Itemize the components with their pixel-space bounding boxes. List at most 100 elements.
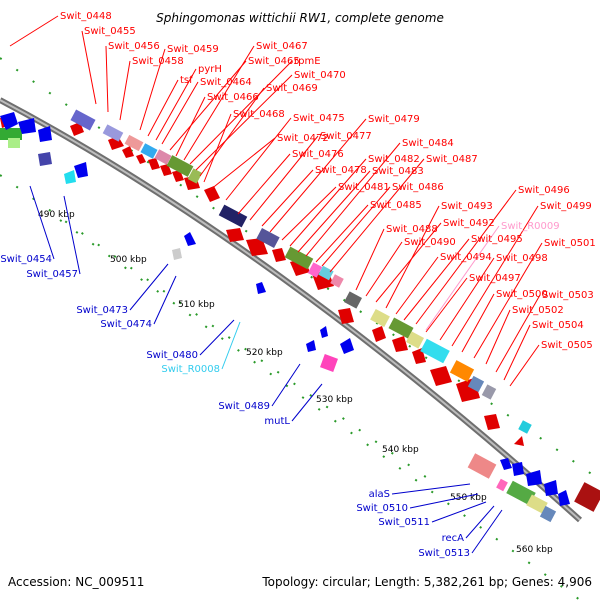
forward-gene-label: Swit_0497 <box>469 273 521 284</box>
leader-line <box>431 501 487 523</box>
forward-gene-label: Swit_0466 <box>207 92 259 103</box>
leader-line <box>147 79 179 137</box>
forward-gene-label: rpmE <box>294 56 321 67</box>
forward-gene-label: Swit_0482 <box>368 154 420 165</box>
leader-line <box>403 238 470 321</box>
forward-gene-label: Swit_0458 <box>132 56 184 67</box>
leader-line <box>269 118 367 233</box>
gene-labels: Swit_0448Swit_0455Swit_0456Swit_0458Swit… <box>0 11 595 559</box>
forward-gene-label: Swit_0499 <box>540 201 592 212</box>
leader-line <box>189 60 293 165</box>
forward-gene-label: Swit_0501 <box>544 238 596 249</box>
leader-line <box>451 205 539 347</box>
leader-line <box>175 96 206 157</box>
reverse-gene-label: Swit_0489 <box>218 401 270 412</box>
leader-line <box>281 186 337 241</box>
forward-gene-label: Swit_0500 <box>496 289 548 300</box>
forward-gene-label: Swit_0470 <box>294 70 346 81</box>
forward-gene-label: Swit_0472 <box>277 133 329 144</box>
forward-gene-label: Swit_0455 <box>84 26 136 37</box>
leader-line <box>315 204 369 263</box>
forward-gene-label: Swit_0492 <box>443 218 495 229</box>
leader-line <box>183 45 255 161</box>
forward-gene-label: Swit_0465 <box>248 56 300 67</box>
leader-line <box>321 186 391 267</box>
reverse-gene-label: Swit_0454 <box>0 254 52 265</box>
leader-line <box>237 153 291 215</box>
leader-line <box>203 113 232 183</box>
map-title: Sphingomonas wittichii RW1, complete gen… <box>156 11 444 25</box>
genome-backbone-highlight <box>0 99 581 521</box>
leader-line <box>409 493 479 509</box>
scale-ticks: 490 kbp 500 kbp 510 kbp 520 kbp 530 kbp … <box>38 210 553 555</box>
label-leader-lines <box>9 15 543 554</box>
leader-line <box>225 117 292 201</box>
forward-gene-label: Swit_0502 <box>512 305 564 316</box>
forward-gene-label: Swit_0481 <box>338 182 390 193</box>
feature-blocks <box>0 109 600 523</box>
leader-line <box>199 87 265 177</box>
leader-line <box>425 277 468 333</box>
reverse-gene-label: recA <box>442 533 465 544</box>
reverse-gene-label: alaS <box>369 489 390 500</box>
leader-line <box>395 256 439 315</box>
leader-line <box>161 81 199 145</box>
forward-gene-label: Swit_0504 <box>532 320 584 331</box>
leader-line <box>415 189 517 325</box>
leader-line <box>291 383 323 422</box>
inner-dotted-track <box>0 174 431 481</box>
leader-line <box>305 142 401 257</box>
reverse-gene-arrows <box>0 112 570 506</box>
tick-label: 550 kbp <box>450 493 487 503</box>
leader-line <box>391 483 471 495</box>
leader-line <box>375 222 442 303</box>
leader-line <box>485 309 511 365</box>
leader-line <box>439 257 495 341</box>
leader-line <box>129 263 169 311</box>
leader-line <box>249 135 319 221</box>
forward-gene-label: Swit_0468 <box>233 109 285 120</box>
leader-line <box>209 137 276 191</box>
tick-label: 510 kbp <box>178 300 215 310</box>
reverse-gene-label: Swit_0457 <box>26 269 78 280</box>
leader-line <box>155 68 197 141</box>
tick-label: 490 kbp <box>38 210 75 220</box>
leader-line <box>29 185 55 260</box>
rna-gene-label: Swit_R0009 <box>501 221 560 232</box>
leader-line <box>473 242 543 359</box>
forward-gene-label: Swit_0496 <box>518 185 570 196</box>
leader-line <box>365 241 403 297</box>
forward-gene-label: Swit_0490 <box>404 237 456 248</box>
leader-line <box>503 324 531 381</box>
leader-line <box>195 74 293 171</box>
reverse-gene-label: Swit_0513 <box>418 548 470 559</box>
topology-info: Topology: circular; Length: 5,382,261 bp… <box>261 575 592 589</box>
forward-gene-label: Swit_0485 <box>370 200 422 211</box>
forward-gene-label: Swit_0476 <box>292 149 344 160</box>
leader-line <box>425 225 500 331</box>
forward-gene-label: Swit_0448 <box>60 11 112 22</box>
reverse-gene-label: Swit_0480 <box>146 350 198 361</box>
leader-line <box>63 195 81 275</box>
leader-line <box>297 170 371 253</box>
forward-gene-label: Swit_0479 <box>368 114 420 125</box>
forward-gene-label: Swit_0494 <box>440 252 492 263</box>
forward-gene-label: Swit_0505 <box>541 340 593 351</box>
forward-gene-label: Swit_0498 <box>496 253 548 264</box>
forward-gene-label: Swit_0467 <box>256 41 308 52</box>
forward-gene-label: Swit_0475 <box>293 113 345 124</box>
forward-gene-label: Swit_0495 <box>471 234 523 245</box>
leader-line <box>329 158 425 273</box>
reverse-gene-label: Swit_0473 <box>76 305 128 316</box>
forward-gene-label: Swit_0493 <box>441 201 493 212</box>
forward-gene-label: Swit_0488 <box>386 224 438 235</box>
leader-line <box>465 505 495 539</box>
forward-gene-label: Swit_0484 <box>402 138 454 149</box>
leader-line <box>461 293 495 353</box>
leader-line <box>139 48 166 131</box>
leader-line <box>81 30 97 105</box>
accession-text: Accession: NC_009511 <box>8 575 144 589</box>
reverse-gene-label: Swit_0510 <box>356 503 408 514</box>
leader-line <box>153 275 177 325</box>
